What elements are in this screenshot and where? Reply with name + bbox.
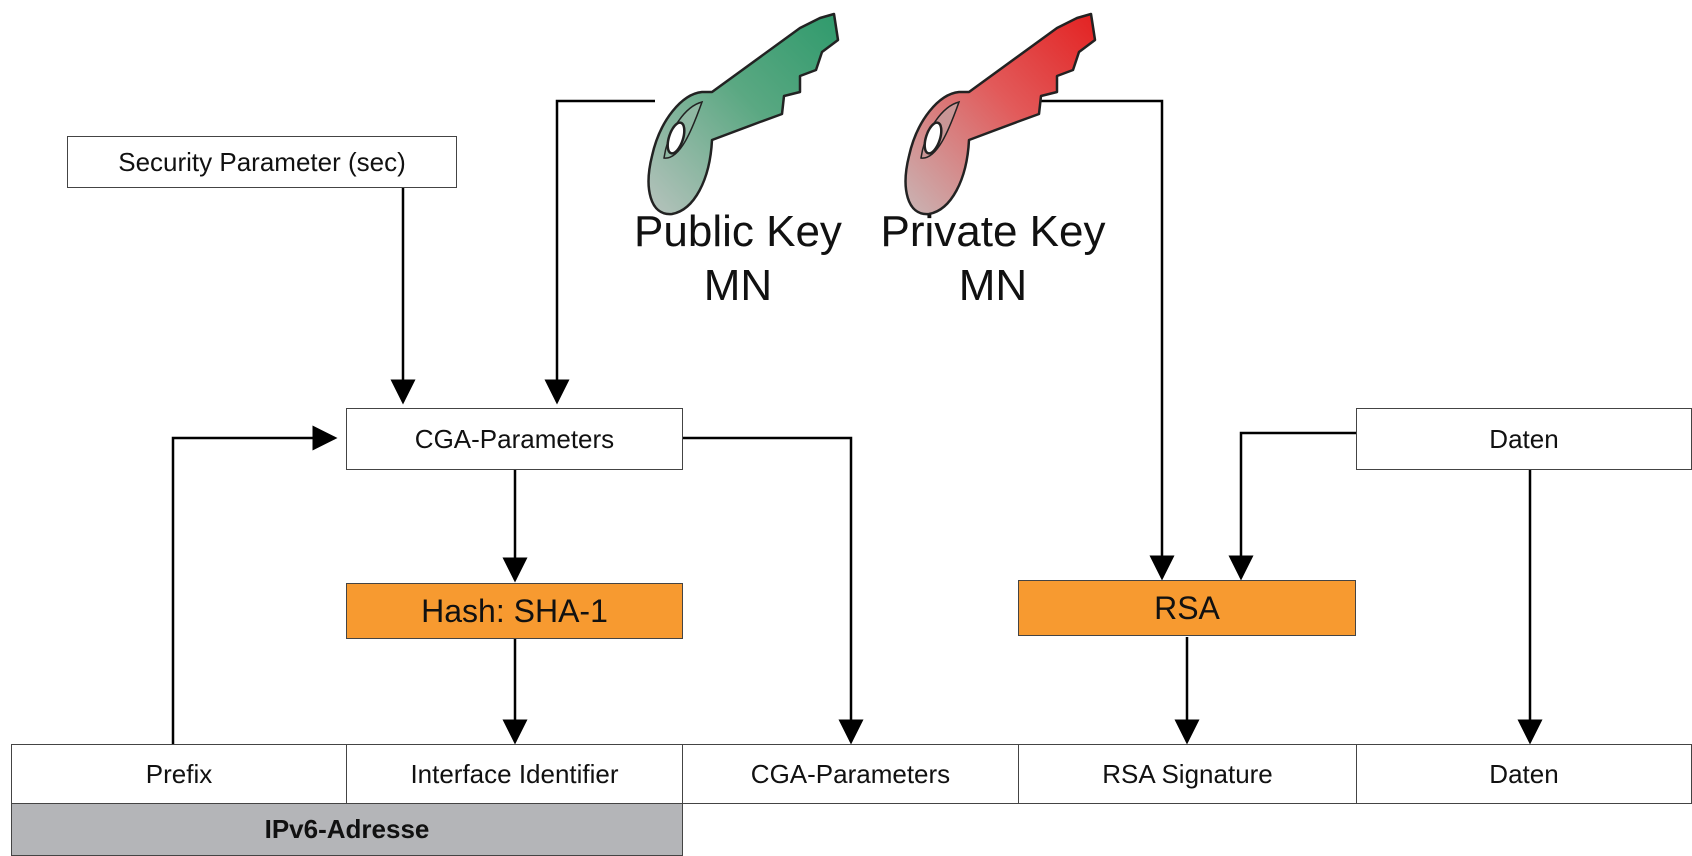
private-key-label: Private Key MN xyxy=(868,205,1118,313)
ipv6-address-label: IPv6-Adresse xyxy=(11,803,683,856)
public-key-icon xyxy=(647,12,840,216)
cga-parameters-box: CGA-Parameters xyxy=(346,408,683,470)
field-interface-identifier: Interface Identifier xyxy=(346,744,683,804)
private-key-icon xyxy=(904,12,1097,216)
field-cga-parameters: CGA-Parameters xyxy=(682,744,1019,804)
arrow-prefix-to-cga xyxy=(171,425,338,744)
private-key-label-line2: MN xyxy=(958,261,1028,310)
arrow-cga-to-field xyxy=(683,436,864,745)
public-key-label-line2: MN xyxy=(703,261,773,310)
arrow-daten-to-rsa xyxy=(1228,431,1356,581)
hash-sha1-box: Hash: SHA-1 xyxy=(346,583,683,639)
arrow-pubkey-to-cga xyxy=(544,99,655,405)
rsa-box: RSA xyxy=(1018,580,1356,636)
field-rsa-signature: RSA Signature xyxy=(1018,744,1357,804)
private-key-label-line1: Private Key xyxy=(880,207,1106,256)
arrow-privkey-to-rsa xyxy=(1020,99,1175,581)
security-parameter-box: Security Parameter (sec) xyxy=(67,136,457,188)
field-daten: Daten xyxy=(1356,744,1692,804)
public-key-label-line1: Public Key xyxy=(634,207,842,256)
field-prefix: Prefix xyxy=(11,744,347,804)
public-key-label: Public Key MN xyxy=(623,205,853,313)
daten-input-box: Daten xyxy=(1356,408,1692,470)
